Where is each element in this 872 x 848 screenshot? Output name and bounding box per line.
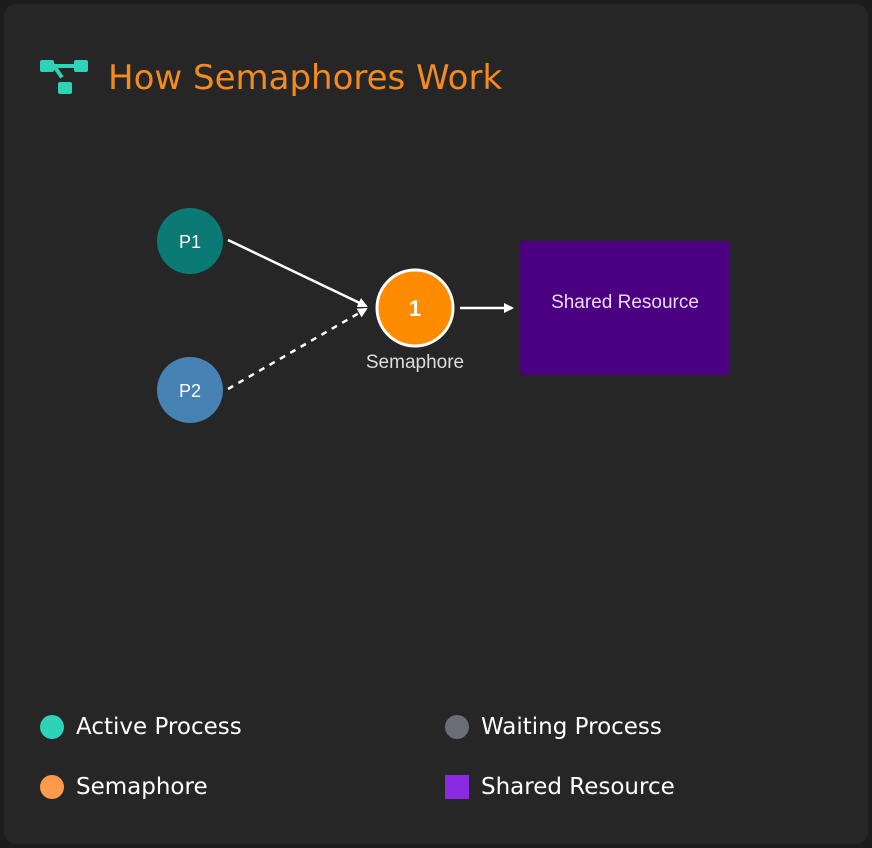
- process-p1-label: P1: [179, 232, 201, 252]
- shared-resource-swatch: [445, 775, 469, 799]
- process-p1-circle: [157, 208, 223, 274]
- p1-to-semaphore-arrow: [227, 238, 368, 308]
- flow-diagram-icon: [40, 58, 90, 98]
- semaphore-label: Semaphore: [366, 352, 464, 373]
- semaphore-diagram: P1 P2 1 Semaphore Shared Resource: [157, 208, 730, 423]
- legend-label: Waiting Process: [481, 714, 662, 740]
- legend-item-active-process: Active Process: [40, 714, 242, 740]
- shared-resource-label: Shared Resource: [551, 292, 699, 313]
- p2-to-semaphore-arrow: [227, 307, 368, 391]
- legend-item-shared-resource: Shared Resource: [445, 774, 675, 800]
- active-process-swatch: [40, 715, 64, 739]
- process-p2-label: P2: [179, 381, 201, 401]
- legend-label: Semaphore: [76, 774, 208, 800]
- semaphore-circle: [375, 268, 455, 348]
- waiting-process-swatch: [445, 715, 469, 739]
- process-node-p2[interactable]: P2: [157, 357, 223, 423]
- legend-label: Shared Resource: [481, 774, 675, 800]
- legend-item-waiting-process: Waiting Process: [445, 714, 662, 740]
- card-header: How Semaphores Work: [40, 54, 502, 102]
- semaphore-node[interactable]: 1 Semaphore: [366, 268, 464, 373]
- shared-resource-box: [520, 241, 730, 375]
- shared-resource-node[interactable]: Shared Resource: [520, 241, 730, 375]
- semaphore-count: 1: [409, 296, 421, 321]
- process-node-p1[interactable]: P1: [157, 208, 223, 274]
- process-p2-circle: [157, 357, 223, 423]
- diagram-card: How Semaphores Work P1 P2 1 Semaphore: [4, 4, 868, 844]
- legend-item-semaphore: Semaphore: [40, 774, 208, 800]
- legend-label: Active Process: [76, 714, 242, 740]
- semaphore-swatch: [40, 775, 64, 799]
- page-title: How Semaphores Work: [108, 58, 503, 98]
